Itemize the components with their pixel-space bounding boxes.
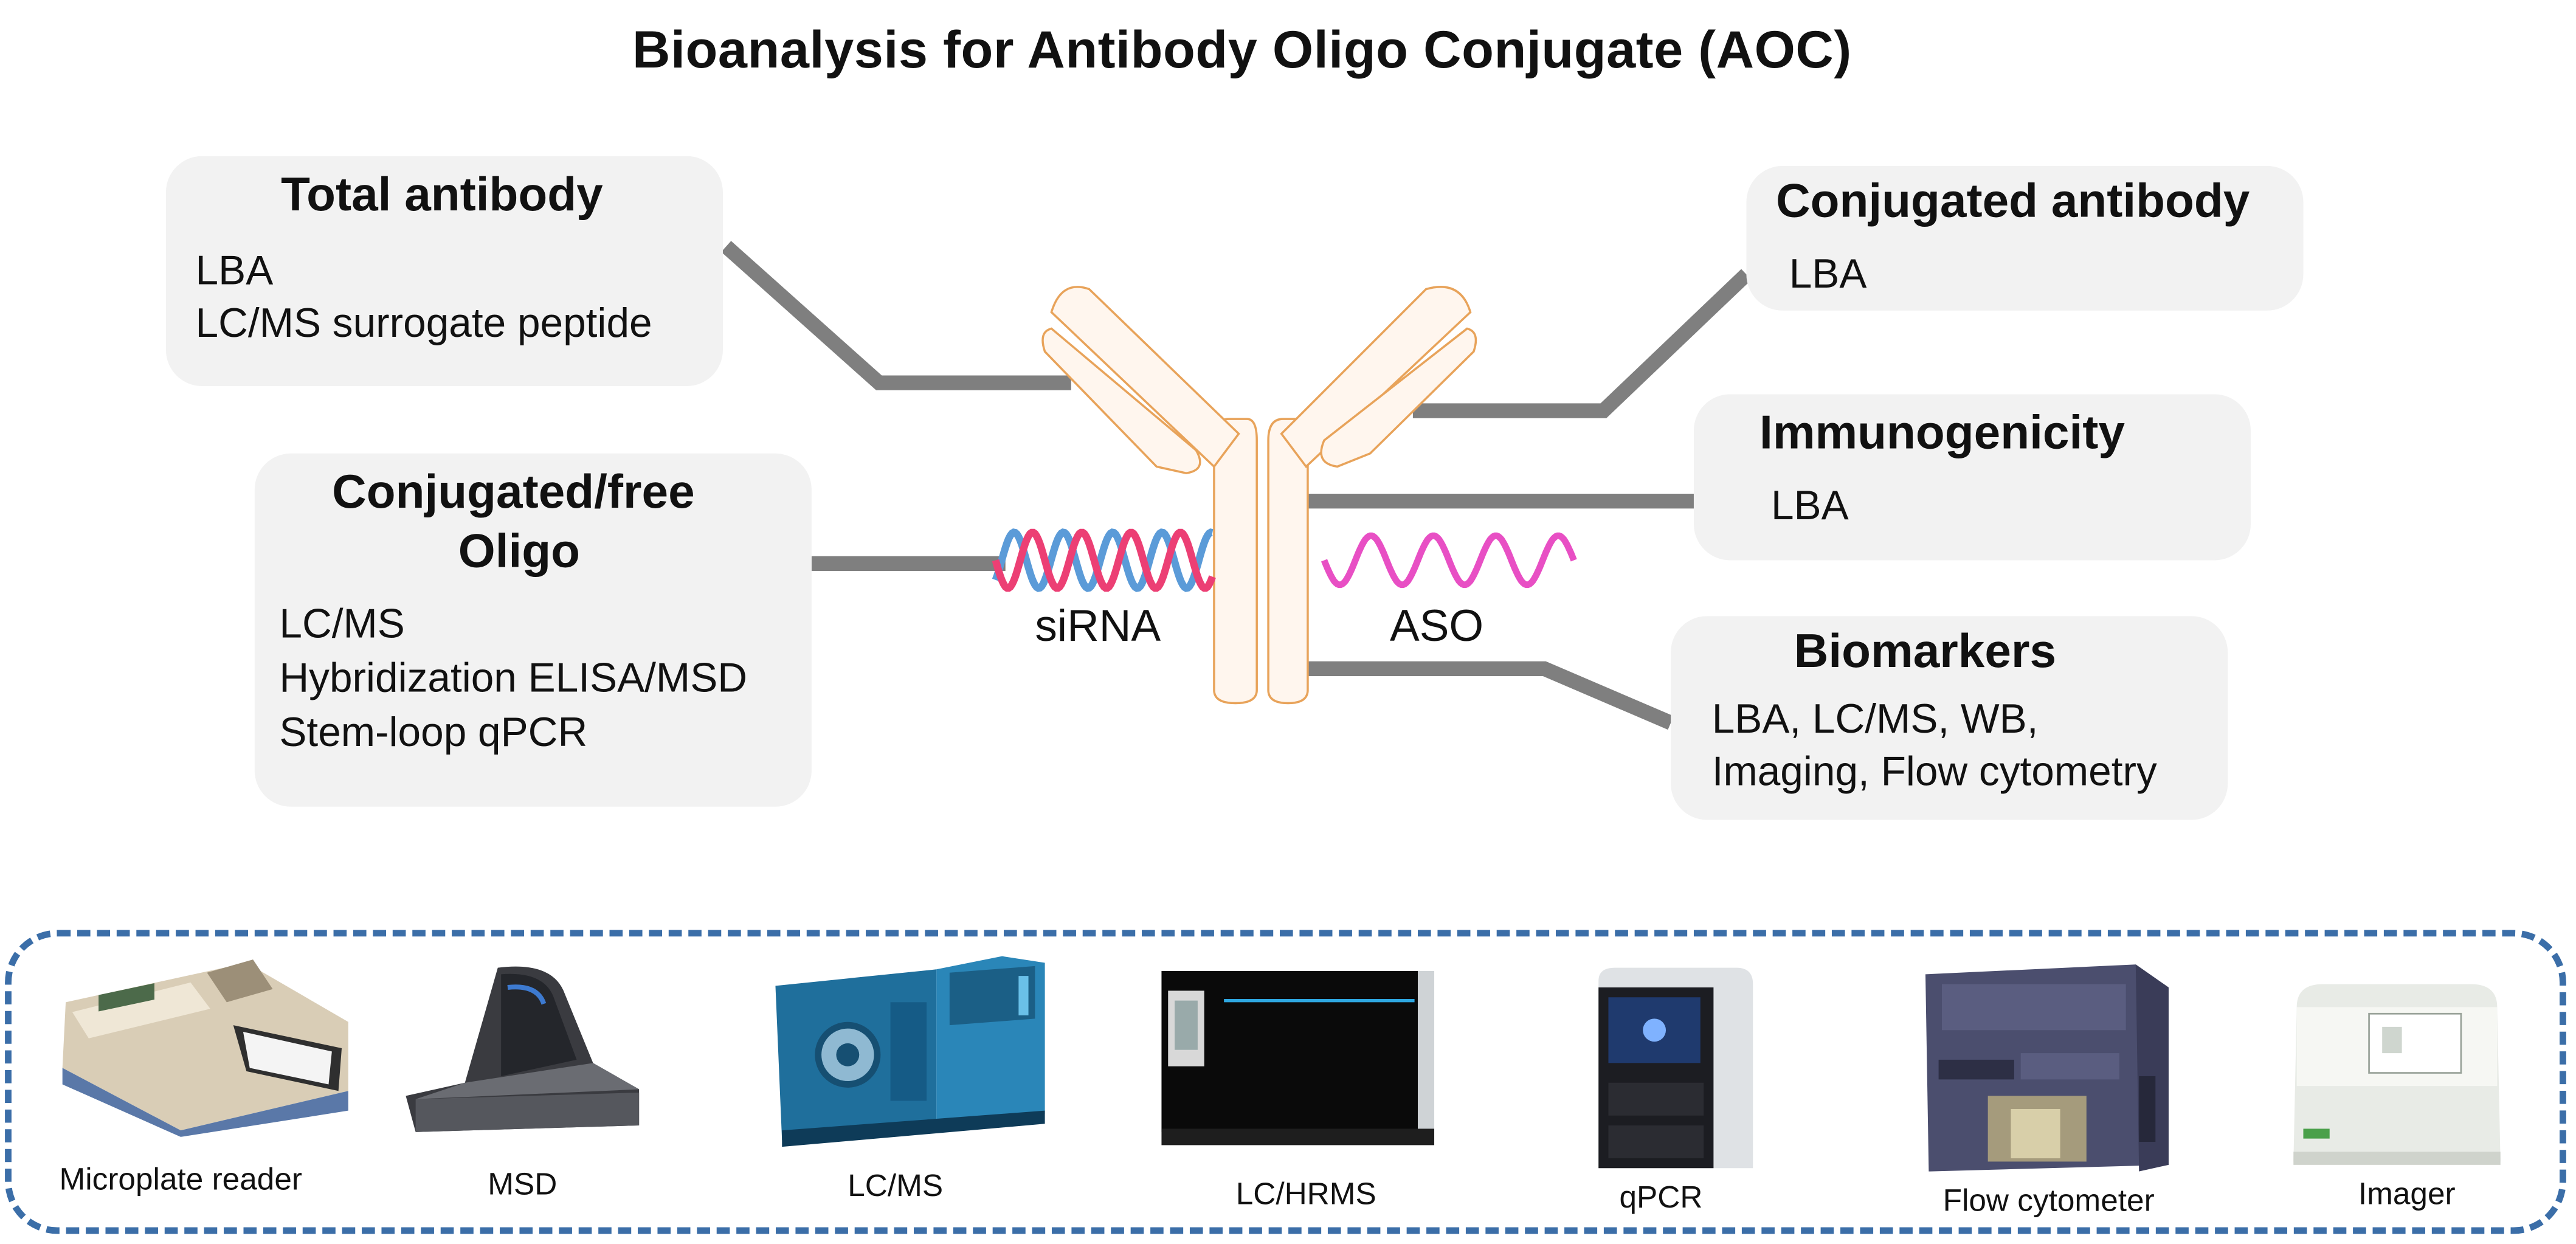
connector-conjugated-antibody bbox=[1412, 269, 1752, 418]
microplate-reader-icon bbox=[62, 959, 348, 1137]
instrument-label-flow-cytometer: Flow cytometer bbox=[1942, 1184, 2155, 1220]
box-title: Conjugated/free bbox=[332, 466, 695, 519]
connector-biomarkers bbox=[1297, 661, 1674, 730]
lc-ms-instrument-icon bbox=[775, 956, 1045, 1147]
lc-hrms-instrument-icon bbox=[1161, 971, 1435, 1146]
method-item: Imaging, Flow cytometry bbox=[1711, 749, 2157, 795]
method-item: LBA bbox=[1770, 483, 1849, 530]
method-item: LBA, LC/MS, WB, bbox=[1711, 696, 2039, 743]
instrument-label-microplate-reader: Microplate reader bbox=[59, 1163, 302, 1198]
sirna-label: siRNA bbox=[1035, 601, 1161, 651]
box-conjugated-free-oligo: Conjugated/free Oligo LC/MS Hybridizatio… bbox=[254, 453, 812, 807]
method-item: LC/MS bbox=[279, 601, 405, 648]
box-conjugated-antibody: Conjugated antibody LBA bbox=[1746, 165, 2304, 311]
box-title: Total antibody bbox=[281, 169, 603, 222]
figure-title: Bioanalysis for Antibody Oligo Conjugate… bbox=[632, 19, 1852, 79]
aso-strand-icon bbox=[1321, 532, 1577, 589]
antibody-icon bbox=[1041, 286, 1477, 705]
aso-label: ASO bbox=[1390, 601, 1484, 651]
box-immunogenicity: Immunogenicity LBA bbox=[1693, 394, 2251, 561]
box-title: Oligo bbox=[458, 525, 581, 579]
instrument-label-lc-ms: LC/MS bbox=[848, 1169, 944, 1204]
qpcr-instrument-icon bbox=[1598, 967, 1753, 1169]
connector-total-antibody bbox=[721, 241, 1071, 390]
box-title: Biomarkers bbox=[1794, 626, 2057, 679]
method-item: LBA bbox=[1789, 251, 1867, 298]
instrument-label-qpcr: qPCR bbox=[1619, 1181, 1703, 1216]
box-title: Conjugated antibody bbox=[1776, 176, 2250, 229]
instruments-panel bbox=[5, 930, 2566, 1234]
instrument-label-imager: Imager bbox=[2358, 1178, 2456, 1213]
flow-cytometer-icon bbox=[1925, 964, 2169, 1172]
method-item: LBA bbox=[195, 248, 274, 294]
method-item: Hybridization ELISA/MSD bbox=[279, 655, 748, 702]
msd-instrument-icon bbox=[406, 966, 640, 1132]
instrument-label-msd: MSD bbox=[488, 1168, 558, 1203]
box-biomarkers: Biomarkers LBA, LC/MS, WB, Imaging, Flow… bbox=[1671, 616, 2228, 820]
sirna-helix-icon bbox=[992, 528, 1216, 592]
method-item: LC/MS surrogate peptide bbox=[195, 300, 652, 347]
instrument-label-lc-hrms: LC/HRMS bbox=[1235, 1178, 1376, 1213]
box-title: Immunogenicity bbox=[1759, 407, 2125, 460]
method-item: Stem-loop qPCR bbox=[279, 710, 588, 756]
imager-icon bbox=[2293, 984, 2501, 1165]
box-total-antibody: Total antibody LBA LC/MS surrogate pepti… bbox=[165, 156, 723, 387]
